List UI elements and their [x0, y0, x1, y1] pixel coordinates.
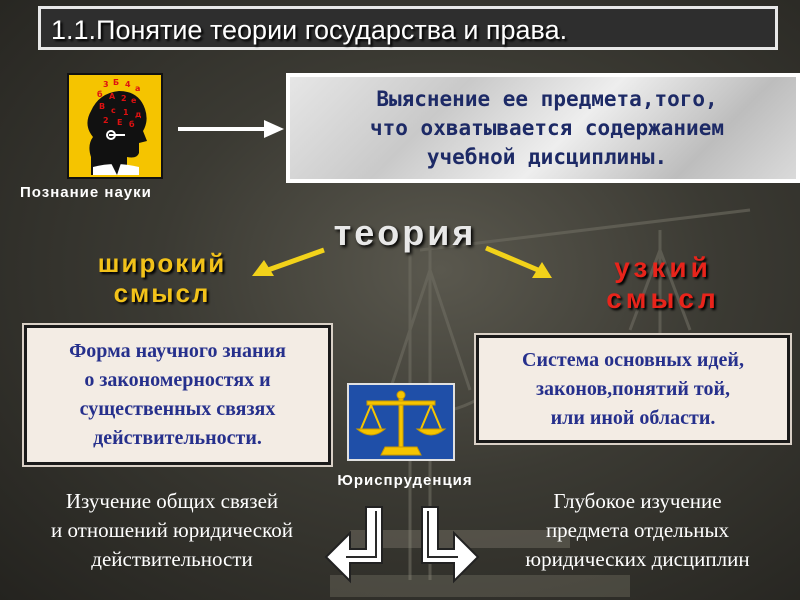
narrow-definition-box: Система основных идей, законов,понятий т… [474, 333, 792, 445]
svg-text:Б: Б [113, 78, 119, 87]
arrow-to-narrow-icon [485, 245, 552, 278]
narrow-sense-label: узкий смысл [606, 252, 720, 314]
head-caption: Познание науки [20, 184, 152, 201]
svg-text:2: 2 [121, 94, 127, 103]
svg-text:а: а [135, 84, 140, 93]
scales-caption: Юриспруденция [337, 472, 473, 489]
svg-text:с: с [111, 106, 116, 115]
slide-title: 1.1.Понятие теории государства и права. [51, 15, 568, 45]
svg-text:В: В [99, 102, 105, 111]
arrow-to-broad-icon [252, 247, 325, 276]
svg-text:А: А [109, 92, 116, 101]
scales-icon [347, 383, 455, 461]
broad-scope-text: Изучение общих связей и отношений юридич… [50, 489, 294, 571]
svg-text:д: д [135, 110, 142, 119]
subject-box: Выяснение ее предмета,того, что охватыва… [286, 73, 800, 183]
svg-text:1: 1 [123, 108, 129, 117]
svg-text:Е: Е [117, 118, 122, 127]
svg-text:2: 2 [103, 116, 109, 125]
broad-definition-box: Форма научного знания о закономерностях … [22, 323, 333, 467]
broad-definition-text: Форма научного знания о закономерностях … [69, 340, 286, 449]
narrow-scope-text: Глубокое изучение предмета отдельных юри… [525, 489, 750, 571]
svg-text:б: б [129, 119, 135, 129]
bend-arrow-left-icon [324, 506, 383, 584]
subject-text: Выяснение ее предмета,того, что охватыва… [369, 87, 724, 169]
svg-text:б: б [97, 89, 103, 99]
background-scales [330, 208, 751, 597]
arrow-right-icon [178, 120, 284, 138]
bend-arrow-right-icon [421, 506, 480, 584]
broad-sense-label: широкий смысл [97, 248, 227, 308]
svg-text:е: е [131, 96, 137, 105]
svg-text:3: 3 [103, 80, 109, 89]
svg-text:4: 4 [125, 80, 131, 89]
theory-label: теория [333, 212, 477, 253]
title-bar: 1.1.Понятие теории государства и права. [38, 6, 778, 50]
narrow-definition-text: Система основных идей, законов,понятий т… [522, 349, 744, 429]
